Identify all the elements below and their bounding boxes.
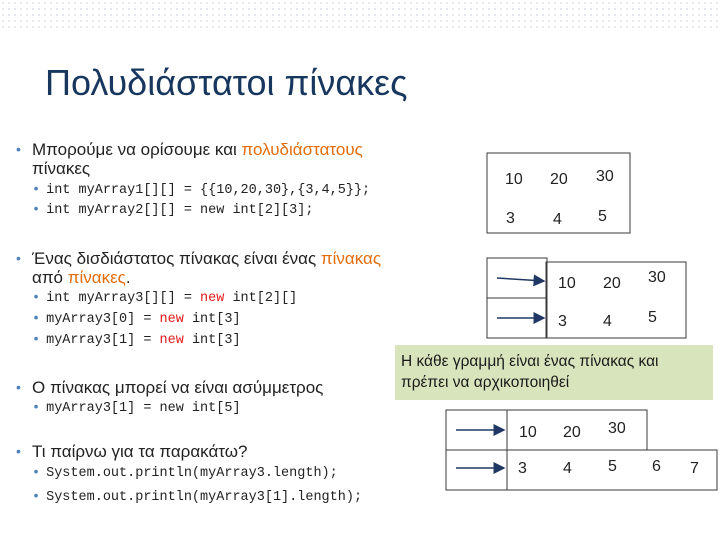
array-cell: 5 bbox=[648, 309, 657, 326]
array-box bbox=[486, 152, 631, 234]
code-line: •int myArray2[][] = new int[2][3]; bbox=[32, 203, 314, 218]
code-line: •myArray3[0] = new int[3] bbox=[32, 312, 241, 327]
array-cell: 3 bbox=[518, 460, 527, 477]
array-cell: 4 bbox=[603, 313, 612, 330]
array-cell: 4 bbox=[553, 211, 562, 228]
array-cell: 20 bbox=[563, 424, 581, 441]
bullet-multidimensional: • Μπορούμε να ορίσουμε και πολυδιάστατου… bbox=[16, 140, 363, 178]
array-cell: 4 bbox=[563, 460, 572, 477]
header-dot-pattern bbox=[0, 0, 720, 32]
array-cell: 10 bbox=[519, 424, 537, 441]
array-cell: 7 bbox=[690, 460, 699, 477]
array-cell: 5 bbox=[598, 208, 607, 225]
bullet-dot-icon: • bbox=[16, 141, 21, 157]
arrow-icon bbox=[496, 274, 546, 287]
inner-array-box bbox=[506, 449, 718, 491]
callout-line: πρέπει να αρχικοποιηθεί bbox=[401, 374, 570, 391]
code-line: •int myArray1[][] = {{10,20,30},{3,4,5}}… bbox=[32, 183, 371, 198]
array-cell: 3 bbox=[558, 313, 567, 330]
callout-line: Η κάθε γραμμή είναι ένας πίνακας και bbox=[401, 353, 659, 370]
bullet-dot-icon: • bbox=[16, 250, 21, 266]
array-cell: 20 bbox=[550, 171, 568, 188]
array-cell: 30 bbox=[608, 420, 626, 437]
code-line: •myArray3[1] = new int[5] bbox=[32, 401, 241, 416]
array-cell: 3 bbox=[506, 210, 515, 227]
bullet-dot-icon: • bbox=[16, 443, 21, 459]
slide-title: Πολυδιάστατοι πίνακες bbox=[45, 62, 408, 103]
array-cell: 30 bbox=[648, 269, 666, 286]
array-cell: 20 bbox=[603, 275, 621, 292]
bullet-question: • Τι παίρνω για τα παρακάτω? bbox=[16, 442, 248, 461]
code-line: •System.out.println(myArray3[1].length); bbox=[32, 490, 363, 505]
array-cell: 5 bbox=[608, 458, 617, 475]
array-cell: 10 bbox=[558, 275, 576, 292]
code-line: •int myArray3[][] = new int[2][] bbox=[32, 291, 298, 306]
bullet-asymmetric: • Ο πίνακας μπορεί να είναι ασύμμετρος bbox=[16, 378, 324, 397]
inner-array-box bbox=[545, 261, 687, 339]
array-cell: 6 bbox=[652, 458, 661, 475]
array-cell: 30 bbox=[596, 168, 614, 185]
code-line: •myArray3[1] = new int[3] bbox=[32, 333, 241, 348]
callout-box: Η κάθε γραμμή είναι ένας πίνακας και πρέ… bbox=[395, 345, 713, 400]
bullet-dot-icon: • bbox=[16, 379, 21, 395]
bullet-array-of-arrays: • Ένας δισδιάστατος πίνακας είναι ένας π… bbox=[16, 249, 382, 287]
code-line: •System.out.println(myArray3.length); bbox=[32, 466, 338, 481]
array-cell: 10 bbox=[505, 171, 523, 188]
